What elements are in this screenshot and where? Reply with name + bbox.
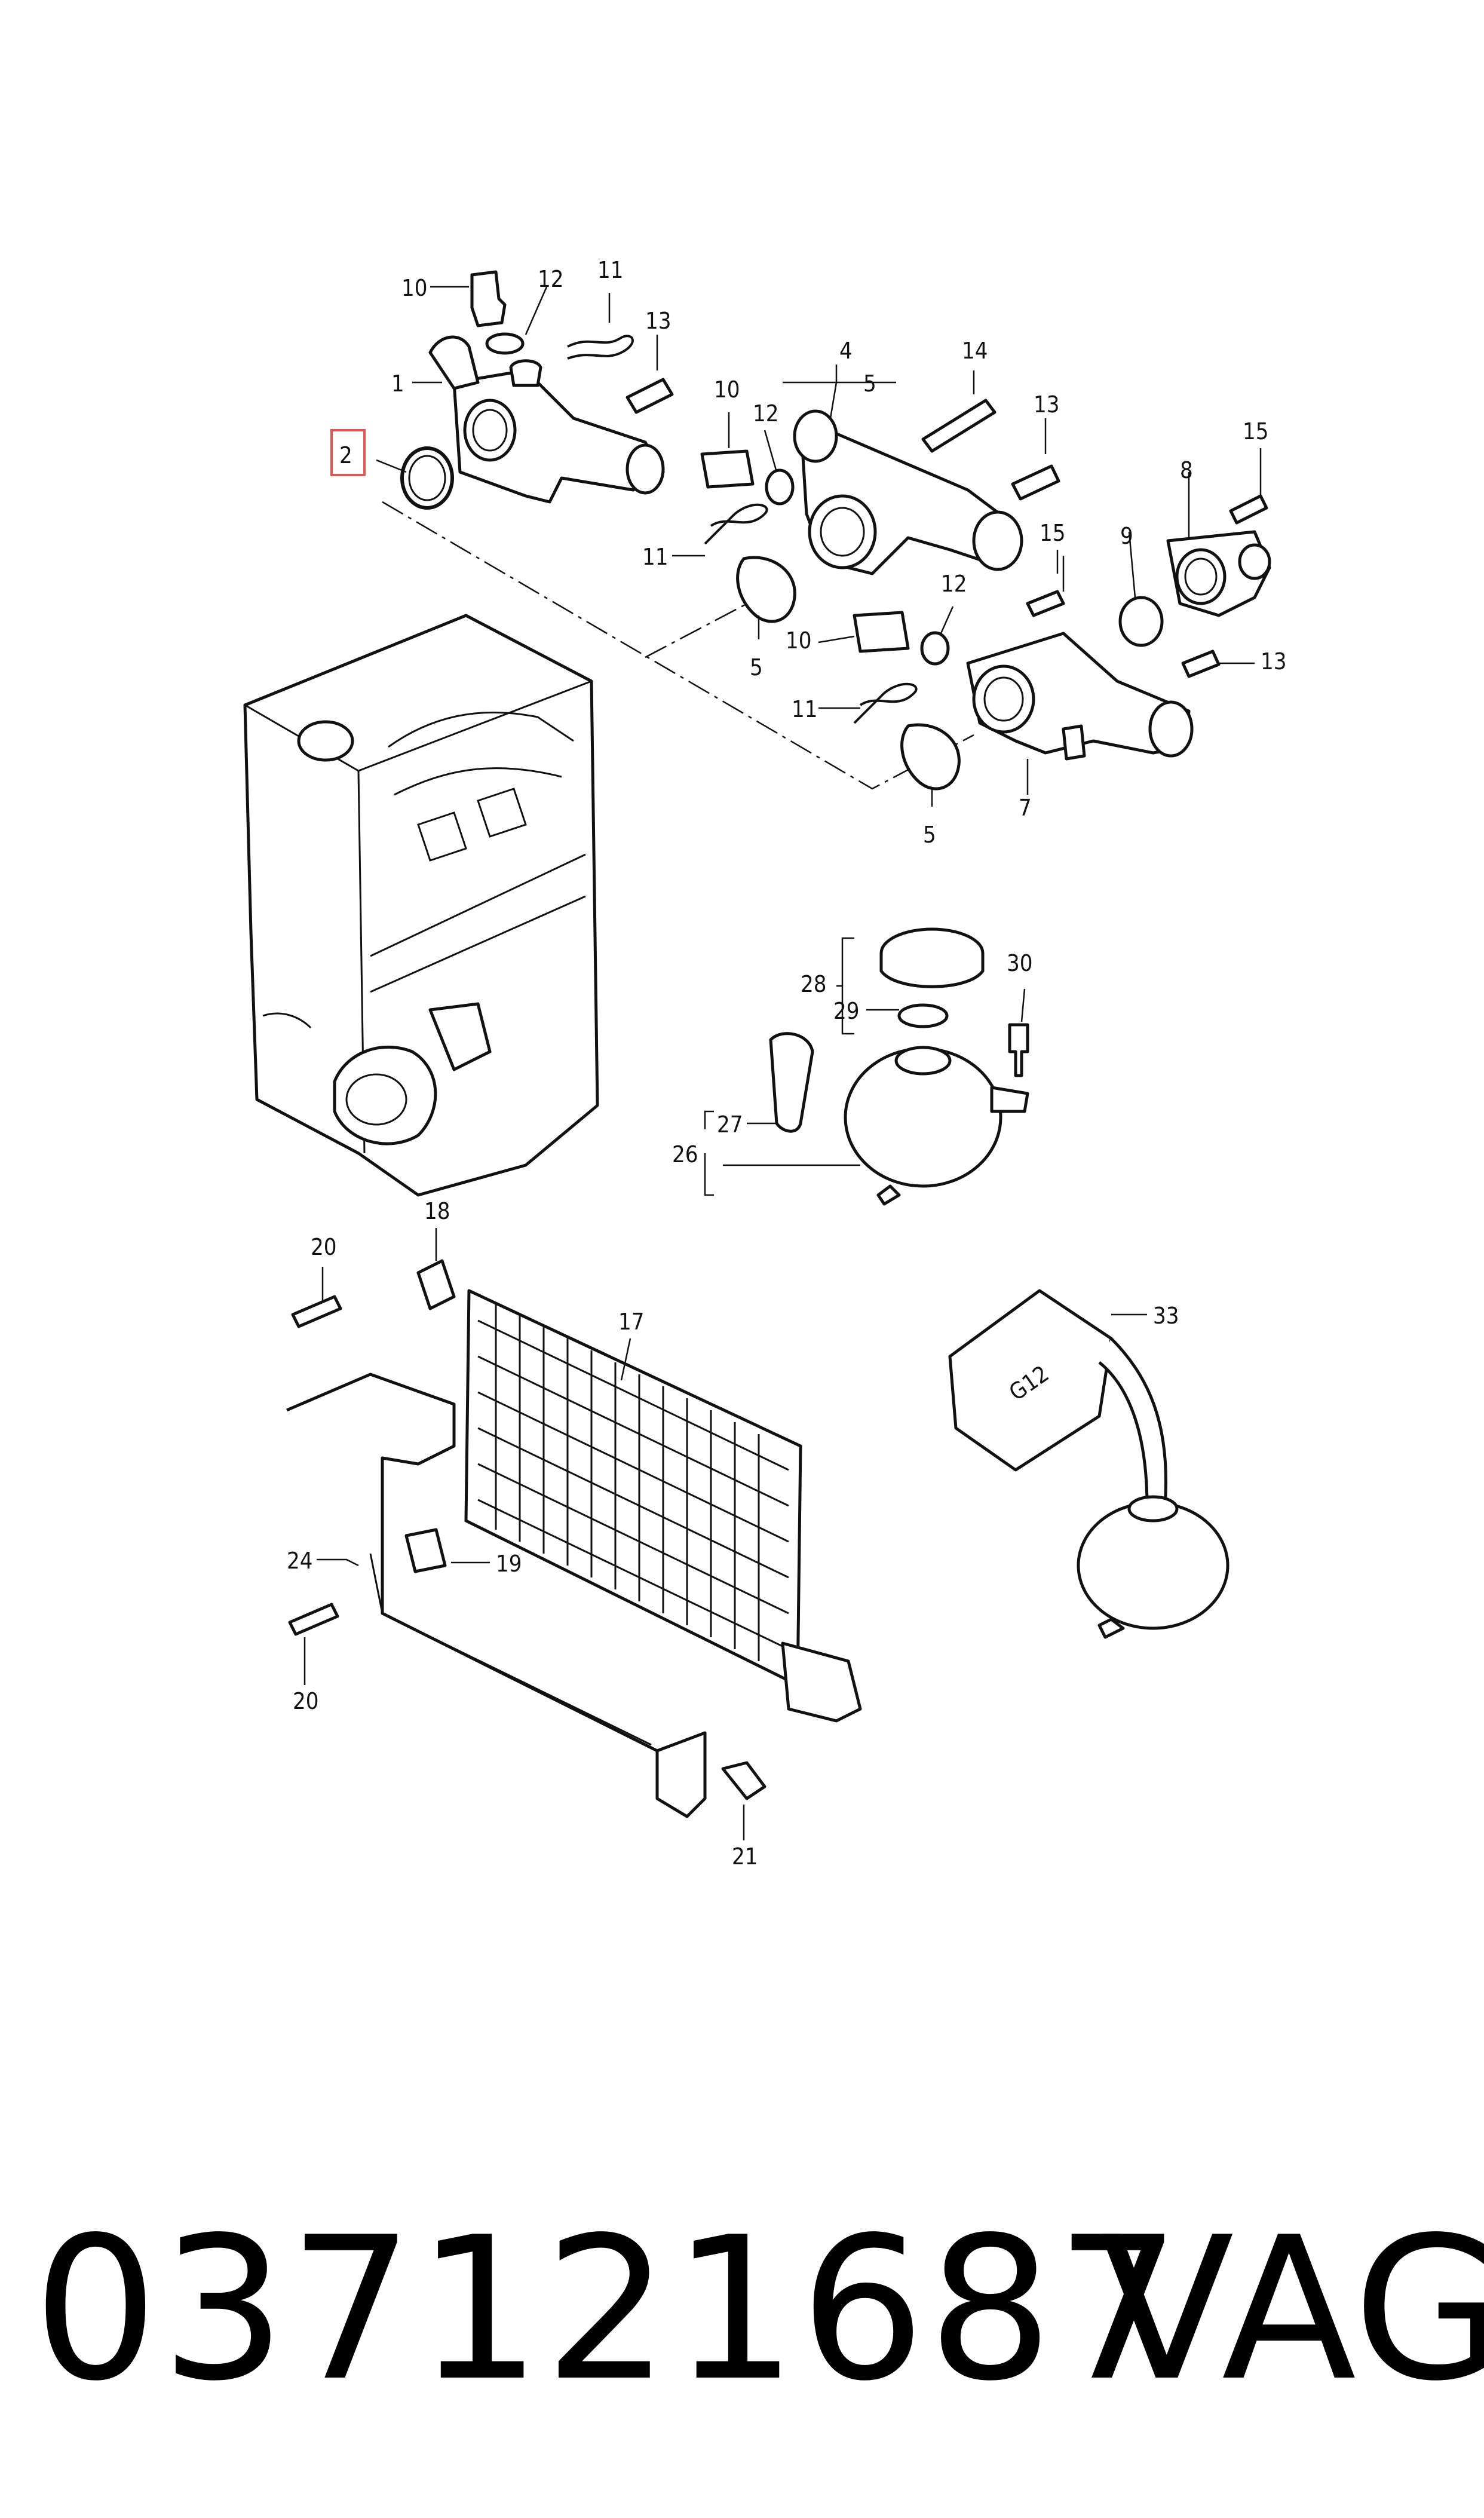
callout-5: 5 bbox=[750, 654, 763, 681]
assembly-line bbox=[645, 596, 759, 658]
part-12-o-ring bbox=[920, 631, 950, 666]
part-11-clip bbox=[853, 682, 918, 724]
engine-block bbox=[243, 614, 599, 1197]
callout-1: 1 bbox=[391, 370, 404, 397]
part-27-hose bbox=[769, 1032, 814, 1133]
part-11-clip bbox=[567, 335, 634, 360]
callout-11: 11 bbox=[642, 544, 669, 570]
part-12-o-ring bbox=[485, 332, 525, 355]
part-15-bolt bbox=[1026, 590, 1065, 617]
callout-15: 15 bbox=[1243, 418, 1269, 445]
part-9-o-ring bbox=[1118, 596, 1164, 647]
callout-10: 10 bbox=[401, 275, 428, 301]
part-33-coolant-bottle bbox=[948, 1289, 1168, 1508]
callout-13: 13 bbox=[645, 308, 672, 334]
part-12-o-ring bbox=[765, 468, 795, 506]
callout-7: 7 bbox=[1019, 795, 1032, 821]
part-21-drain-plug bbox=[721, 1761, 766, 1800]
part-7-coolant-flange bbox=[966, 632, 1194, 761]
callout-20: 20 bbox=[293, 1688, 319, 1714]
callout-5: 5 bbox=[863, 370, 876, 397]
callout-12: 12 bbox=[941, 571, 967, 597]
part-29-seal bbox=[897, 1003, 949, 1028]
part-30-bolt bbox=[1008, 1023, 1029, 1077]
part-13-bolt bbox=[1011, 464, 1060, 501]
part-14-bolt bbox=[921, 399, 997, 453]
callout-13: 13 bbox=[1034, 391, 1060, 418]
part-15-bolt bbox=[1229, 494, 1268, 525]
callout-10: 10 bbox=[714, 376, 740, 403]
callout-13: 13 bbox=[1261, 648, 1287, 675]
part-2-gasket-inner bbox=[408, 455, 446, 501]
part-10-temp-sensor bbox=[853, 611, 910, 653]
callout-2-highlight bbox=[330, 429, 366, 476]
part-20-bolt bbox=[288, 1603, 339, 1636]
callout-18: 18 bbox=[424, 1198, 450, 1224]
callout-11: 11 bbox=[597, 257, 624, 283]
part-10-temp-sensor bbox=[470, 270, 507, 327]
part-28-reservoir-cap bbox=[879, 927, 985, 988]
part-24-radiator-frame bbox=[286, 1373, 862, 1818]
part-26-expansion-tank bbox=[844, 1046, 1029, 1206]
callout-4: 4 bbox=[839, 338, 853, 364]
callout-26: 26 bbox=[672, 1141, 698, 1168]
part-8-coolant-flange bbox=[1166, 530, 1271, 617]
leader-lines bbox=[303, 286, 1262, 1840]
callout-12: 12 bbox=[538, 266, 564, 292]
callout-29: 29 bbox=[833, 998, 860, 1024]
callout-20: 20 bbox=[311, 1234, 337, 1260]
callout-5: 5 bbox=[923, 822, 936, 848]
expansion-tank-illustration bbox=[1077, 1495, 1229, 1639]
part-13-bolt bbox=[626, 378, 674, 414]
callout-9: 9 bbox=[1120, 523, 1133, 549]
part-19-bracket bbox=[404, 1528, 447, 1573]
part-5-gasket bbox=[900, 723, 961, 791]
callout-2: 2 bbox=[339, 442, 352, 468]
callout-11: 11 bbox=[792, 696, 818, 722]
callout-24: 24 bbox=[287, 1548, 313, 1574]
callout-10: 10 bbox=[786, 627, 812, 654]
callout-28: 28 bbox=[801, 971, 827, 997]
callout-33: 33 bbox=[1153, 1303, 1179, 1329]
callout-14: 14 bbox=[962, 338, 988, 364]
callout-19: 19 bbox=[496, 1551, 522, 1577]
part-13-bolt bbox=[1181, 650, 1221, 678]
callout-8: 8 bbox=[1180, 457, 1193, 483]
part-10-temp-sensor bbox=[700, 449, 755, 489]
callout-15: 15 bbox=[1040, 520, 1066, 546]
callout-labels: 10 12 11 13 1 2 4 5 14 13 10 12 11 5 10 … bbox=[287, 257, 1287, 1870]
part-5-gasket bbox=[736, 556, 796, 623]
part-11-clip bbox=[704, 503, 768, 545]
part-4-coolant-flange bbox=[793, 409, 1023, 575]
part-number: 037121687 bbox=[33, 2195, 1183, 2424]
part-20-bolt bbox=[291, 1295, 342, 1328]
callout-12: 12 bbox=[753, 400, 779, 427]
part-18-bracket bbox=[416, 1259, 456, 1310]
callout-30: 30 bbox=[1007, 950, 1033, 976]
part-1-coolant-flange bbox=[428, 335, 665, 504]
callout-17: 17 bbox=[618, 1309, 645, 1335]
callout-21: 21 bbox=[732, 1843, 758, 1870]
callout-27: 27 bbox=[717, 1111, 743, 1138]
brand-name: VAG bbox=[1099, 2195, 1484, 2424]
